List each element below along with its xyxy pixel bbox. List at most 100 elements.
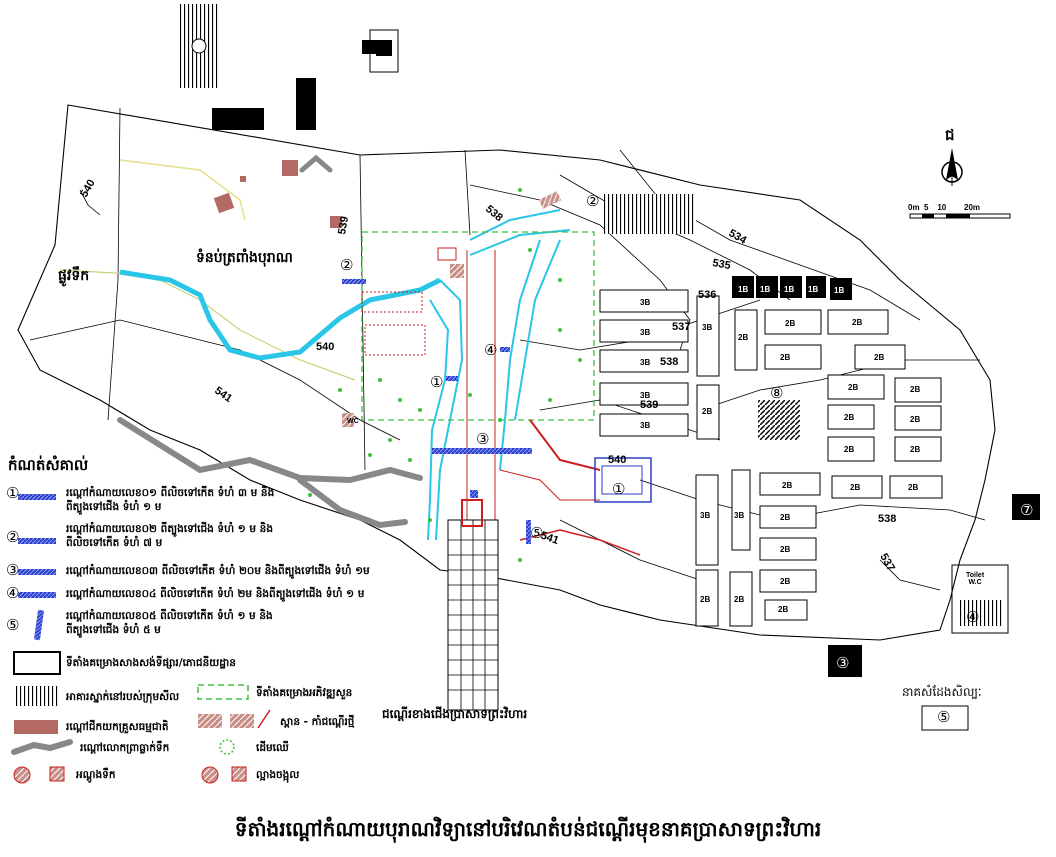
- brick-building: [538, 191, 562, 209]
- side-note-label: នាគសំដែងសិល្បៈ: [902, 685, 982, 699]
- svg-text:541: 541: [539, 530, 560, 548]
- building-block: [212, 108, 264, 130]
- legend-pit: ល្អាងចង្អុល: [256, 769, 300, 781]
- svg-text:3B: 3B: [640, 358, 650, 367]
- contour-line: [79, 189, 101, 216]
- legend-well: អណ្ដូងទឹក: [76, 769, 116, 781]
- red-path: [499, 469, 600, 501]
- legend-stair: ស្ពាន - កាំជណ្ដើរថ្មី: [280, 716, 355, 728]
- legend-trench-1: រណ្ដៅកំណាយលេខ០១ ពីលិចទៅកើត ទំហំ ៣ ម និង …: [66, 487, 275, 513]
- legend-marker-2: ②: [6, 528, 20, 546]
- brown-building: [330, 216, 342, 228]
- map-caption: ទីតាំងរណ្ដៅកំណាយបុរាណវិទ្យានៅបរិវេណតំបន់…: [234, 817, 822, 841]
- trench-1: [446, 376, 458, 381]
- svg-text:④: ④: [966, 608, 979, 626]
- svg-text:2B: 2B: [852, 318, 862, 327]
- existing-building: [1012, 494, 1040, 520]
- red-outline: [437, 247, 457, 261]
- svg-text:2B: 2B: [780, 513, 790, 522]
- stair-top: [461, 499, 483, 527]
- svg-text:1B: 1B: [760, 285, 770, 294]
- svg-text:1B: 1B: [808, 285, 818, 294]
- contour-line: [29, 319, 401, 441]
- svg-text:2B: 2B: [780, 353, 790, 362]
- existing-building: [758, 400, 800, 440]
- svg-text:⑧: ⑧: [770, 384, 783, 402]
- svg-text:2B: 2B: [700, 595, 710, 604]
- legend-marker-1: ①: [6, 484, 20, 502]
- contour-line: [879, 559, 941, 591]
- svg-text:2B: 2B: [850, 483, 860, 492]
- svg-text:540: 540: [316, 341, 334, 353]
- project-area: [361, 231, 595, 421]
- existing-building: [828, 645, 862, 677]
- legend-marker-5: ⑤: [6, 616, 20, 634]
- svg-text:③: ③: [476, 430, 489, 448]
- existing-building: [604, 194, 696, 234]
- trench-5: [526, 520, 531, 544]
- contour-line: [699, 359, 980, 411]
- path-line: [119, 159, 246, 221]
- drain-road: [117, 417, 423, 484]
- svg-text:①: ①: [612, 480, 625, 498]
- trench-2: [342, 279, 366, 284]
- trench-4: [500, 347, 510, 352]
- svg-text:534: 534: [727, 227, 750, 247]
- legend-drain: រណ្ដៅលោកព្រាធ្លាក់ទឹក: [80, 742, 170, 754]
- building-marker: [191, 38, 207, 54]
- red-path: [519, 529, 641, 556]
- waterway: [469, 209, 561, 241]
- waterway: [119, 269, 442, 361]
- legend-trench-5: រណ្ដៅកំណាយលេខ០៥ ពីលិចទៅកើត ទំហំ ១ ម និង …: [66, 610, 273, 636]
- svg-text:④: ④: [484, 341, 497, 359]
- waterway: [499, 239, 541, 471]
- svg-text:2B: 2B: [780, 545, 790, 554]
- trench-3: [432, 448, 532, 454]
- waterway: [435, 279, 464, 541]
- svg-text:②: ②: [340, 256, 353, 274]
- legend-trench-2: រណ្ដៅកំណាយលេខ០២ ពីត្បូងទៅជើង ទំហំ ១ ម និ…: [66, 523, 274, 549]
- legend-existing-building: អាគារស្នាក់នៅរបស់ក្រុមសីល: [66, 691, 180, 703]
- svg-text:2B: 2B: [910, 445, 920, 454]
- svg-text:537: 537: [877, 552, 897, 574]
- legend-excavated: រណ្ដៅជីកយកគ្រួសធម្មជាតិ: [66, 721, 169, 733]
- stair-steps: [448, 520, 498, 710]
- svg-text:3B: 3B: [640, 328, 650, 337]
- svg-text:2B: 2B: [778, 605, 788, 614]
- brick-building: [342, 413, 354, 427]
- svg-text:2B: 2B: [848, 383, 858, 392]
- toilet-building: [958, 600, 1002, 626]
- legend-symbols: [11, 494, 969, 784]
- contour-line: [539, 399, 721, 441]
- svg-text:2B: 2B: [908, 483, 918, 492]
- waterway-label: ផ្លូវទឹក: [58, 268, 90, 284]
- dark-blocks: [732, 276, 852, 300]
- svg-text:535: 535: [711, 257, 731, 272]
- legend-project-area: ទីតាំងគម្រោងអភិវឌ្ឍសួន: [256, 687, 353, 699]
- svg-text:⑤: ⑤: [530, 524, 543, 542]
- svg-text:537: 537: [672, 321, 690, 333]
- svg-text:2B: 2B: [874, 353, 884, 362]
- legend-marker-4: ④: [6, 584, 20, 602]
- svg-text:2B: 2B: [780, 577, 790, 586]
- svg-text:2B: 2B: [782, 481, 792, 490]
- brick-building: [450, 264, 464, 278]
- contour-line: [619, 149, 921, 321]
- svg-text:2B: 2B: [910, 385, 920, 394]
- svg-text:2B: 2B: [910, 415, 920, 424]
- svg-text:1B: 1B: [784, 285, 794, 294]
- brown-building: [240, 176, 246, 182]
- brown-building: [213, 192, 235, 214]
- svg-text:1B: 1B: [738, 285, 748, 294]
- svg-text:538: 538: [878, 513, 896, 525]
- svg-text:3B: 3B: [640, 298, 650, 307]
- svg-text:2B: 2B: [785, 319, 795, 328]
- contour-line: [639, 479, 986, 521]
- structure-blue-inner: [601, 465, 643, 495]
- building-grid: [599, 289, 943, 627]
- svg-text:1B: 1B: [834, 286, 844, 295]
- toilet-frame: [951, 564, 1009, 634]
- north-stair-label: ជណ្ដើរខាងជើងប្រាសាទព្រះវិហារ: [382, 707, 528, 721]
